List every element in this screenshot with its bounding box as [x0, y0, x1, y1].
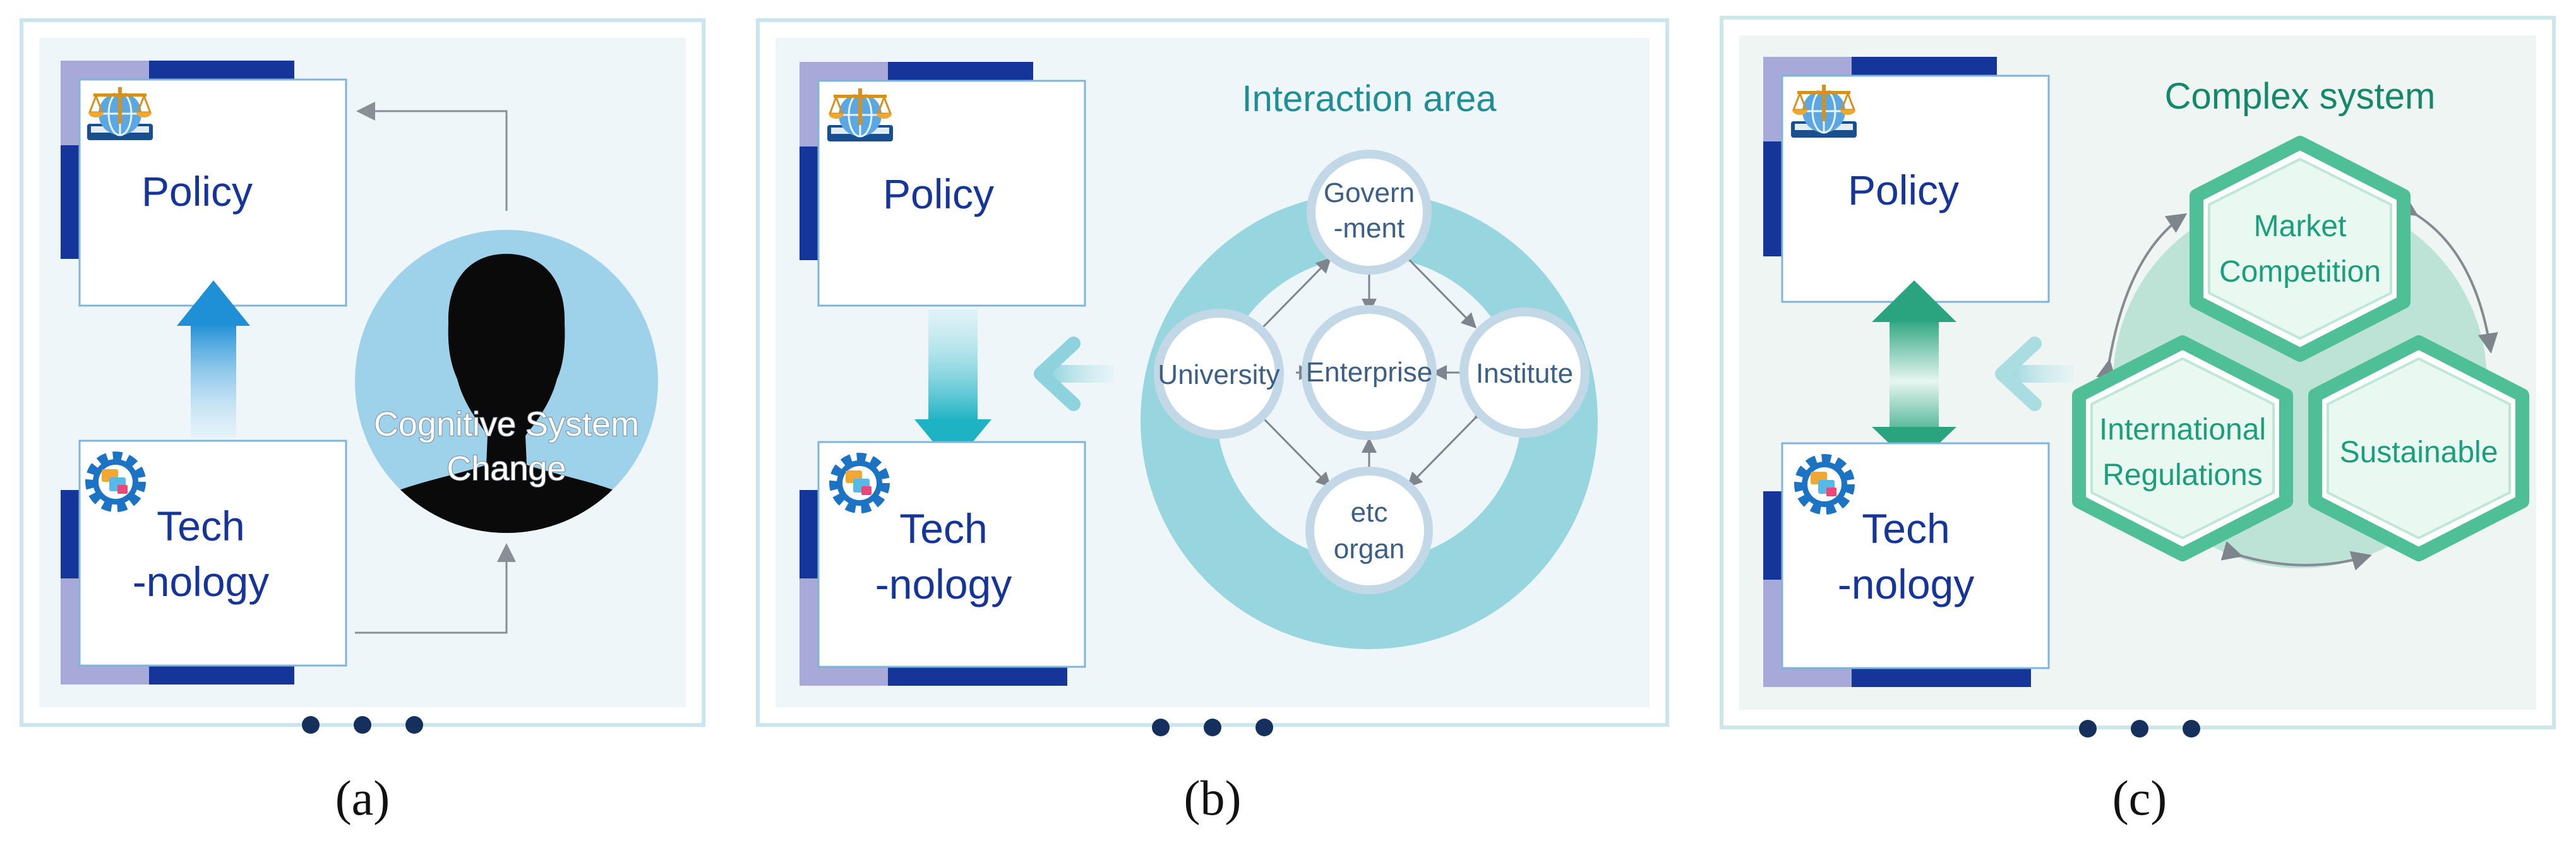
tech-label-line2: -nology [1838, 561, 1974, 607]
intl-line1: International [2099, 413, 2266, 446]
panel-a-caption: (a) [335, 770, 390, 825]
tech-to-person-connector [355, 543, 516, 634]
panel-b-caption: (b) [1184, 770, 1242, 825]
panel-a: Policy Tech -nology Cognitive System [20, 18, 705, 825]
panel-c: Policy Tech -nology Complex system [1720, 16, 2556, 825]
panel-b: Policy Tech -nology Interaction area [756, 18, 1669, 825]
node-university: University [1154, 309, 1284, 439]
cognitive-text-line2: Change [446, 450, 566, 487]
panel-a-dots [302, 716, 423, 734]
balance-scale-book-icon [826, 87, 894, 143]
hex-international-regulations: International Regulations [2072, 335, 2293, 561]
node-institute: Institute [1459, 308, 1590, 438]
technology-card: Tech -nology [1763, 442, 2050, 687]
panel-c-dots [2079, 720, 2200, 738]
node-etc-organ: etc organ [1305, 467, 1433, 594]
influence-left-arrow [1034, 337, 1114, 411]
tech-label-line1: Tech [157, 503, 244, 549]
tech-label-line1: Tech [1862, 505, 1950, 552]
technology-card: Tech -nology [800, 441, 1086, 686]
market-line1: Market [2254, 210, 2347, 243]
policy-label: Policy [1848, 167, 1959, 213]
etc-line2: organ [1334, 534, 1405, 565]
hex-sustainable: Sustainable [2308, 335, 2529, 561]
node-enterprise: Enterprise [1302, 305, 1437, 440]
policy-label: Policy [883, 170, 994, 217]
cognitive-text-line1: Cognitive System [374, 405, 639, 443]
government-line1: Govern [1324, 177, 1415, 208]
policy-card: Policy [800, 62, 1086, 307]
tech-label-line1: Tech [899, 505, 987, 552]
market-line2: Competition [2219, 255, 2381, 289]
up-arrow [177, 280, 250, 437]
tech-label-line2: -nology [875, 561, 1012, 607]
complex-connectors [2096, 196, 2498, 571]
double-arrow [1872, 280, 1956, 467]
government-line2: -ment [1334, 213, 1405, 244]
cognitive-change-circle: Cognitive System Change [355, 230, 658, 533]
enterprise-label: Enterprise [1306, 357, 1433, 388]
influence-left-arrow [1995, 337, 2074, 411]
person-to-policy-connector [356, 102, 508, 211]
hex-market-competition: Market Competition [2190, 136, 2411, 362]
institute-label: Institute [1476, 358, 1573, 389]
policy-card: Policy [1763, 57, 2050, 303]
tech-label-line2: -nology [133, 558, 269, 605]
person-silhouette-icon [355, 254, 658, 533]
intl-line2: Regulations [2102, 458, 2263, 492]
complex-system-title: Complex system [2165, 76, 2436, 117]
panel-b-dots [1152, 719, 1273, 736]
policy-card: Policy [61, 61, 347, 307]
panel-c-caption: (c) [2112, 770, 2167, 825]
technology-card: Tech -nology [61, 439, 347, 685]
interaction-area-title: Interaction area [1242, 78, 1497, 119]
university-label: University [1158, 359, 1279, 390]
node-government: Govern -ment [1307, 150, 1432, 275]
etc-line1: etc [1351, 497, 1388, 528]
sustainable-label: Sustainable [2340, 436, 2498, 469]
policy-label: Policy [141, 168, 253, 215]
balance-scale-book-icon [86, 86, 154, 141]
balance-scale-book-icon [1790, 83, 1858, 139]
